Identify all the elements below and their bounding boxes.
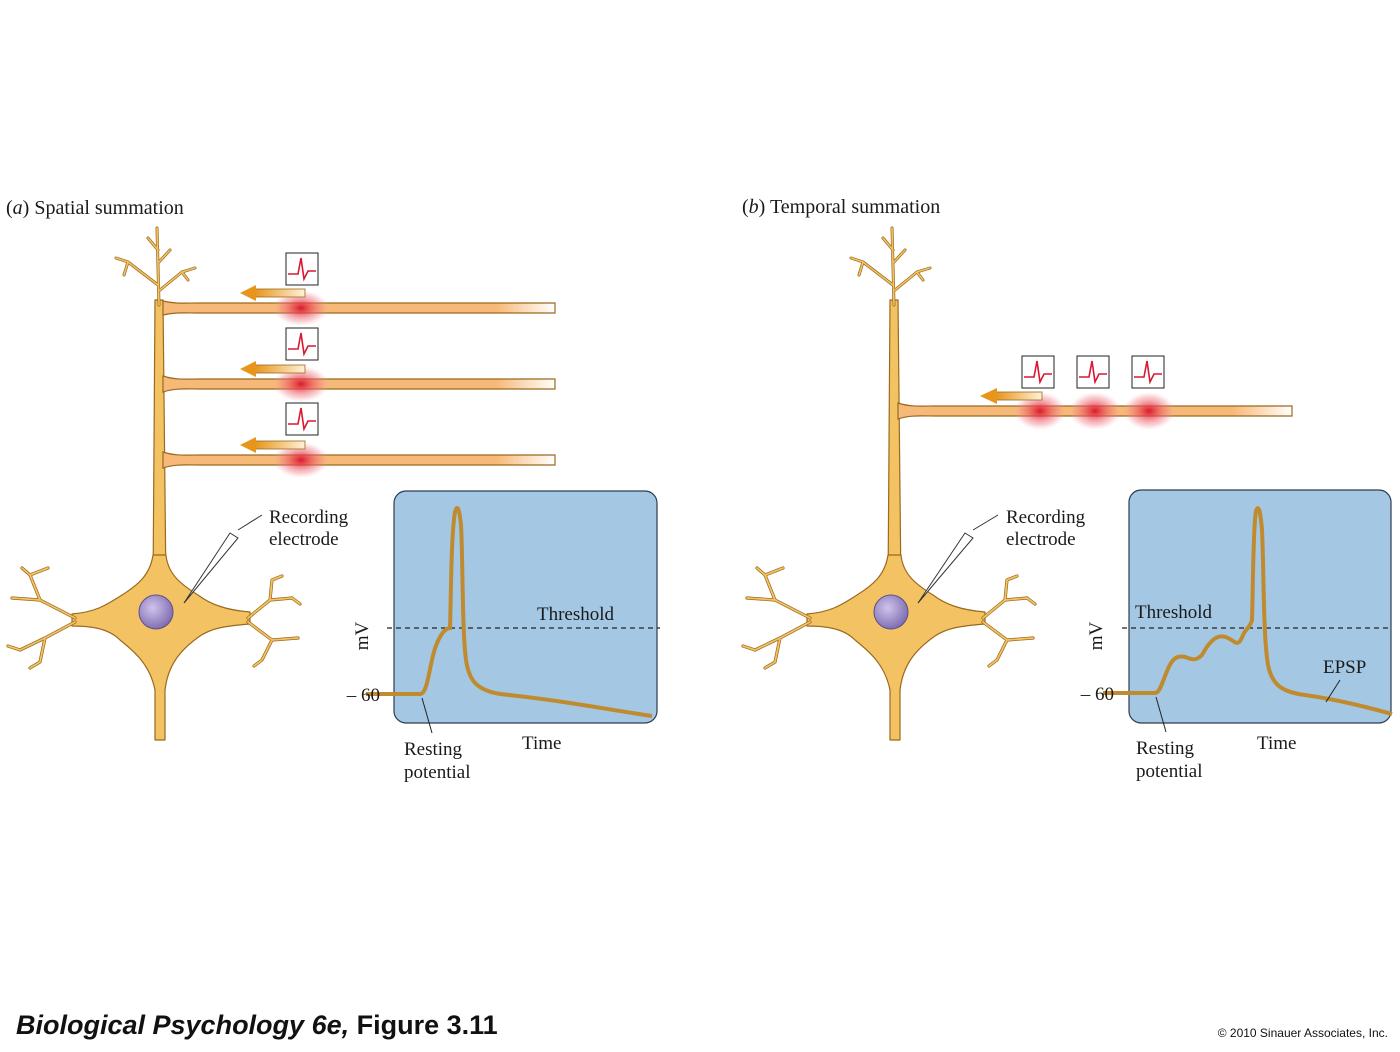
- panel-a: (a) Spatial summation: [6, 197, 660, 783]
- book-caption: Biological Psychology 6e, Figure 3.11: [16, 1010, 498, 1041]
- y-axis-label: mV: [1086, 621, 1107, 650]
- axon-a3: [162, 442, 556, 478]
- spike-icon: [1021, 355, 1055, 389]
- recording-electrode-b: [917, 514, 999, 604]
- graph-a-trace: [366, 506, 653, 718]
- resting-label: potential: [404, 762, 470, 783]
- threshold-label: Threshold: [1135, 602, 1213, 623]
- resting-leader: [1155, 696, 1167, 733]
- spike-glow: [273, 442, 329, 478]
- spike-glow: [1014, 392, 1066, 430]
- resting-label: Resting: [404, 739, 463, 760]
- graph-b-trace: [1103, 506, 1393, 716]
- panel-a-title: (a) Spatial summation: [6, 197, 184, 219]
- axon-b: [897, 392, 1293, 430]
- neuron-b: [741, 226, 1037, 741]
- neuron-a-nucleus: [138, 594, 174, 630]
- axon-a2: [162, 366, 556, 402]
- epsp-leader: [1325, 679, 1341, 703]
- spike-icon: [285, 327, 319, 361]
- electrode-label: electrode: [269, 529, 339, 550]
- electrode-label: Recording: [1006, 507, 1086, 528]
- spike-icon: [1076, 355, 1110, 389]
- electrode-label: electrode: [1006, 529, 1076, 550]
- graph-b: Threshold mV – 60 Time Resting potential…: [1080, 489, 1393, 782]
- graph-a-background: [393, 490, 658, 724]
- recording-electrode-a: [183, 514, 263, 604]
- arrow-icon: [240, 361, 306, 377]
- neuron-a-apical-dendrite: [152, 299, 167, 591]
- spike-glow: [273, 290, 329, 326]
- spike-glow: [273, 366, 329, 402]
- axon-a1: [162, 290, 556, 326]
- resting-label: Resting: [1136, 738, 1195, 759]
- spike-icon: [285, 402, 319, 436]
- arrow-icon: [240, 437, 306, 453]
- x-axis-label: Time: [522, 733, 561, 754]
- copyright: © 2010 Sinauer Associates, Inc.: [1217, 1026, 1388, 1040]
- y-axis-label: mV: [352, 621, 373, 650]
- arrow-icon: [980, 388, 1043, 404]
- epsp-label: EPSP: [1323, 657, 1366, 678]
- neuron-a-soma: [71, 554, 251, 741]
- arrow-icon: [240, 285, 306, 301]
- x-axis-label: Time: [1257, 733, 1296, 754]
- neuron-a: [6, 226, 302, 741]
- resting-label: potential: [1136, 761, 1202, 782]
- panel-b: (b) Temporal summation: [741, 196, 1393, 782]
- panel-b-title: (b) Temporal summation: [742, 196, 940, 218]
- book-title: Biological Psychology 6e,: [16, 1010, 350, 1040]
- spike-icon: [285, 252, 319, 286]
- neuron-b-nucleus: [873, 594, 909, 630]
- electrode-label: Recording: [269, 507, 349, 528]
- spike-icon: [1131, 355, 1165, 389]
- spike-glow: [1069, 392, 1121, 430]
- spike-glow: [1123, 392, 1175, 430]
- resting-leader: [421, 697, 433, 734]
- neuron-b-soma: [806, 554, 986, 741]
- figure-number: Figure 3.11: [356, 1010, 498, 1040]
- y-tick-label: – 60: [1080, 684, 1114, 705]
- threshold-label: Threshold: [537, 604, 615, 625]
- graph-a: Threshold mV – 60 Time Resting potential: [346, 490, 660, 783]
- y-tick-label: – 60: [346, 685, 380, 706]
- neuron-b-apical-dendrite: [887, 299, 902, 591]
- graph-b-background: [1128, 489, 1392, 724]
